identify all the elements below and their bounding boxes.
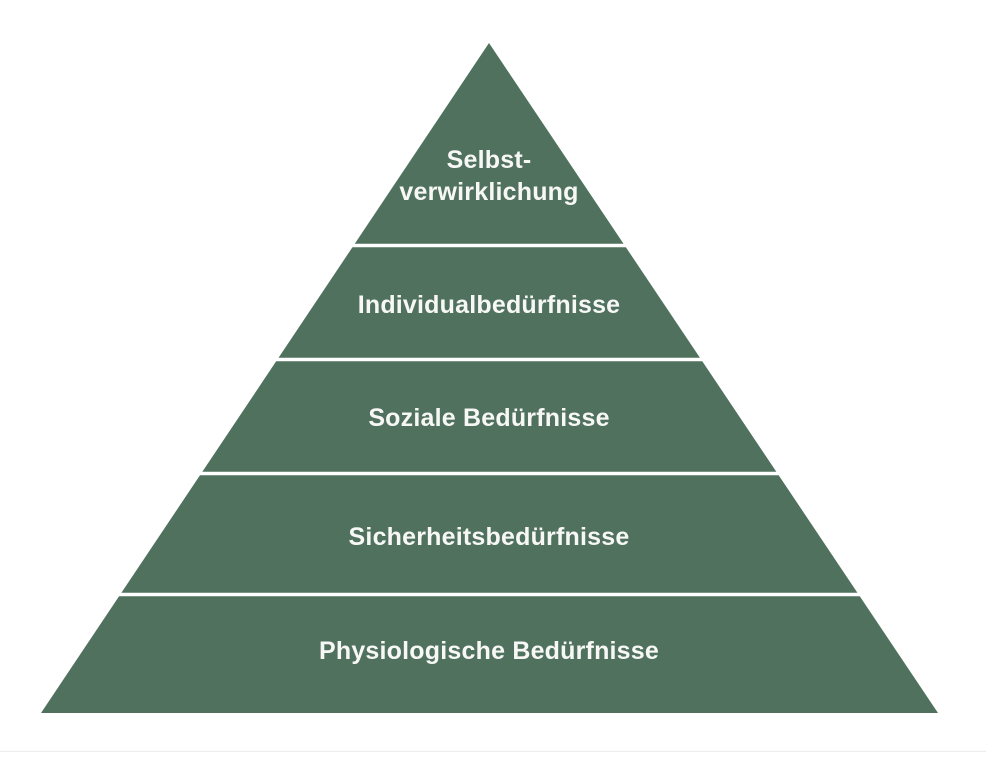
level-3-label: Soziale Bedürfnisse [368, 404, 609, 432]
pyramid-shape [41, 43, 938, 713]
level-5-label: Physiologische Bedürfnisse [319, 637, 659, 665]
level-1-label-line-1: Selbst- [447, 146, 532, 174]
level-2-label: Individualbedürfnisse [358, 291, 621, 319]
level-4-label: Sicherheitsbedürfnisse [349, 523, 630, 551]
level-1-label-line-2: verwirklichung [399, 178, 578, 206]
footer-hairline [0, 750, 986, 753]
